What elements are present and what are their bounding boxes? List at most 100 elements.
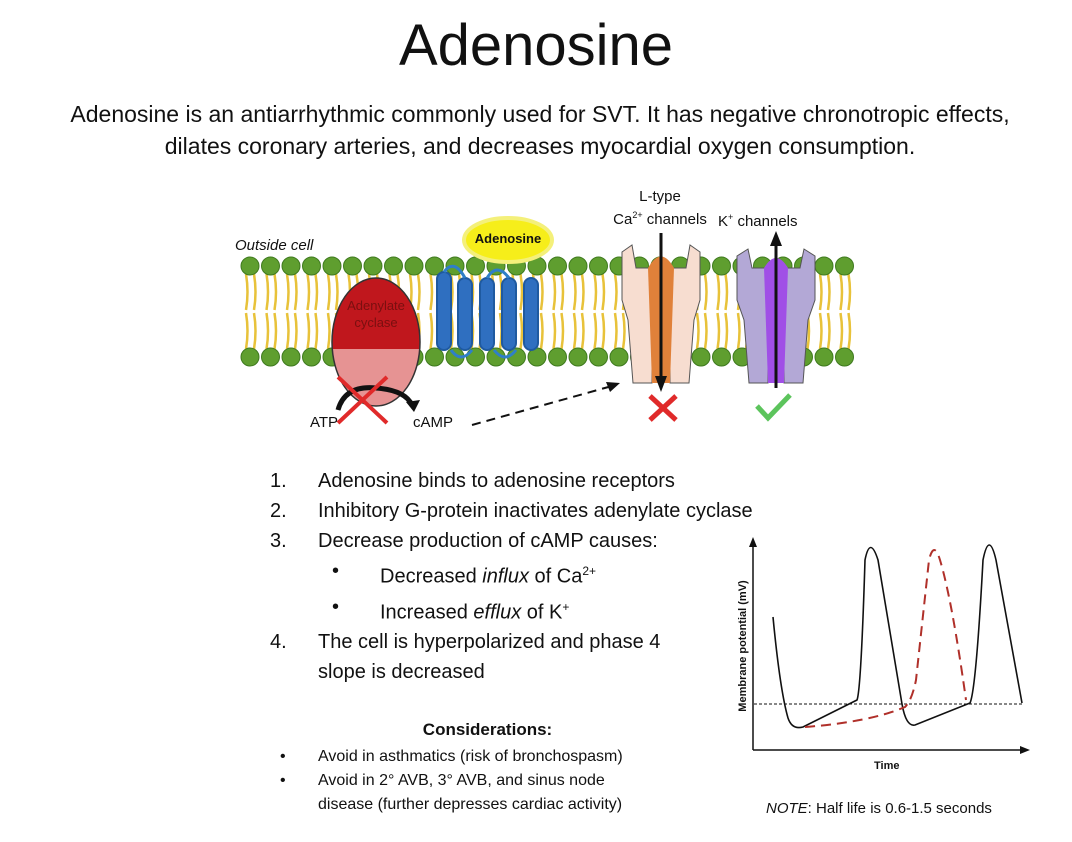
lipid-tail bbox=[695, 312, 700, 350]
lipid-head bbox=[814, 347, 834, 367]
lipid-head bbox=[568, 256, 588, 276]
bullet: • bbox=[332, 560, 340, 582]
lipid-tail bbox=[818, 273, 823, 311]
step-number: 3. bbox=[270, 530, 287, 552]
mechanism-steps: 1. Adenosine binds to adenosine receptors… bbox=[270, 466, 753, 687]
k-charge: + bbox=[728, 212, 734, 222]
lipid-tail bbox=[847, 312, 852, 350]
lipid-tail bbox=[252, 273, 257, 311]
lipid-tail bbox=[265, 312, 270, 350]
considerations-title: Considerations: bbox=[422, 720, 553, 739]
intro-text: Adenosine is an antiarrhythmic commonly … bbox=[70, 101, 1010, 159]
adenylate-cyclase-label-line2: cyclase bbox=[354, 315, 398, 330]
lipid-tail bbox=[703, 312, 708, 350]
lipid-tail bbox=[847, 273, 852, 311]
lipid-tail bbox=[273, 273, 278, 311]
lipid-head bbox=[261, 256, 280, 276]
adenylate-cyclase-label: Adenylate cyclase bbox=[332, 297, 420, 331]
lipid-tail bbox=[613, 312, 618, 350]
substep-1: •Decreased influx of Ca2+ bbox=[270, 556, 753, 592]
step-text: Decrease production of cAMP causes: bbox=[318, 530, 658, 552]
substep-text: of Ca bbox=[528, 565, 583, 588]
graph-x-label: Time bbox=[874, 760, 900, 772]
k-text: K bbox=[718, 213, 729, 230]
step-text: The cell is hyperpolarized and phase 4 bbox=[318, 631, 661, 654]
lipid-tail bbox=[293, 312, 298, 350]
lipid-tail bbox=[724, 273, 729, 311]
consideration-item: •Avoid in asthmatics (risk of bronchospa… bbox=[280, 745, 623, 769]
lipid-tail bbox=[244, 312, 249, 350]
step-number: 2. bbox=[270, 500, 287, 522]
substep-text: Increased bbox=[380, 601, 474, 624]
atp-label: ATP bbox=[310, 414, 339, 431]
ca-text: Ca bbox=[613, 211, 633, 228]
lipid-tail bbox=[839, 312, 844, 350]
lipid-tail bbox=[285, 273, 290, 311]
step-number: 4. bbox=[270, 631, 287, 654]
adenosine-label: Adenosine bbox=[474, 231, 542, 246]
lipid-head bbox=[281, 256, 301, 276]
lipid-tail bbox=[552, 273, 557, 311]
lipid-tail bbox=[285, 312, 290, 350]
ca-charge: 2+ bbox=[632, 210, 643, 220]
lipid-tail bbox=[593, 312, 598, 350]
lipid-tail bbox=[572, 312, 577, 350]
action-potential-graph bbox=[749, 537, 1030, 754]
adenosine-receptor bbox=[436, 264, 539, 359]
lipid-head bbox=[814, 256, 834, 276]
lipid-tail bbox=[416, 273, 421, 311]
blocked-x-icon bbox=[648, 394, 678, 422]
lipid-tail bbox=[560, 273, 565, 311]
lipid-tail bbox=[326, 273, 331, 311]
step-4: 4. The cell is hyperpolarized and phase 4… bbox=[270, 627, 753, 687]
lipid-tail bbox=[621, 312, 626, 350]
ca-channel-label-line1: L-type bbox=[639, 188, 681, 205]
ca-channel-label: L-type Ca2+ channels bbox=[600, 187, 720, 229]
substep-2: •Increased efflux of K+ bbox=[270, 592, 753, 628]
lipid-head bbox=[404, 256, 424, 276]
lipid-tail bbox=[429, 312, 434, 350]
lipid-tail bbox=[429, 273, 434, 311]
ca-channel bbox=[621, 233, 701, 392]
lipid-tail bbox=[265, 273, 270, 311]
lipid-head bbox=[548, 347, 567, 367]
lipid-tail bbox=[306, 312, 311, 350]
lipid-head bbox=[691, 347, 711, 367]
lipid-head bbox=[343, 256, 362, 276]
k-channel-label: K+ channels bbox=[718, 212, 798, 230]
lipid-tail bbox=[716, 312, 721, 350]
lipid-head bbox=[568, 347, 588, 367]
graph-y-label: Membrane potential (mV) bbox=[737, 580, 749, 712]
step-text: Adenosine binds to adenosine receptors bbox=[318, 470, 675, 492]
lipid-head bbox=[425, 347, 444, 367]
camp-label: cAMP bbox=[413, 414, 454, 431]
lipid-tail bbox=[601, 312, 606, 350]
lipid-head bbox=[609, 347, 629, 367]
lipid-head bbox=[322, 256, 342, 276]
lipid-tail bbox=[552, 312, 557, 350]
step-number: 1. bbox=[270, 470, 287, 492]
consideration-text: Avoid in 2° AVB, 3° AVB, and sinus node bbox=[318, 772, 605, 789]
lipid-head bbox=[712, 256, 731, 276]
substep-emphasis: efflux bbox=[473, 601, 522, 624]
outside-cell-label: Outside cell bbox=[235, 237, 314, 254]
ca-channel-label-line2: Ca2+ channels bbox=[600, 206, 720, 229]
note-text: : Half life is 0.6-1.5 seconds bbox=[807, 800, 992, 817]
dashed-arrow bbox=[471, 385, 613, 426]
check-icon bbox=[755, 393, 792, 422]
lipid-tail bbox=[314, 273, 319, 311]
normal-action-potential bbox=[772, 544, 1023, 729]
lipid-tail bbox=[613, 273, 618, 311]
k-channel bbox=[736, 231, 816, 388]
lipid-head bbox=[548, 256, 567, 276]
lipid-head bbox=[425, 256, 444, 276]
consideration-item: •Avoid in 2° AVB, 3° AVB, and sinus node… bbox=[280, 769, 623, 817]
lipid-tail bbox=[580, 273, 585, 311]
lipid-head bbox=[302, 256, 321, 276]
half-life-note: NOTE: Half life is 0.6-1.5 seconds bbox=[766, 800, 992, 817]
charge: 2+ bbox=[582, 564, 597, 578]
lipid-tail bbox=[572, 273, 577, 311]
lipid-tail bbox=[293, 273, 298, 311]
adenosine-action-potential bbox=[804, 549, 967, 728]
